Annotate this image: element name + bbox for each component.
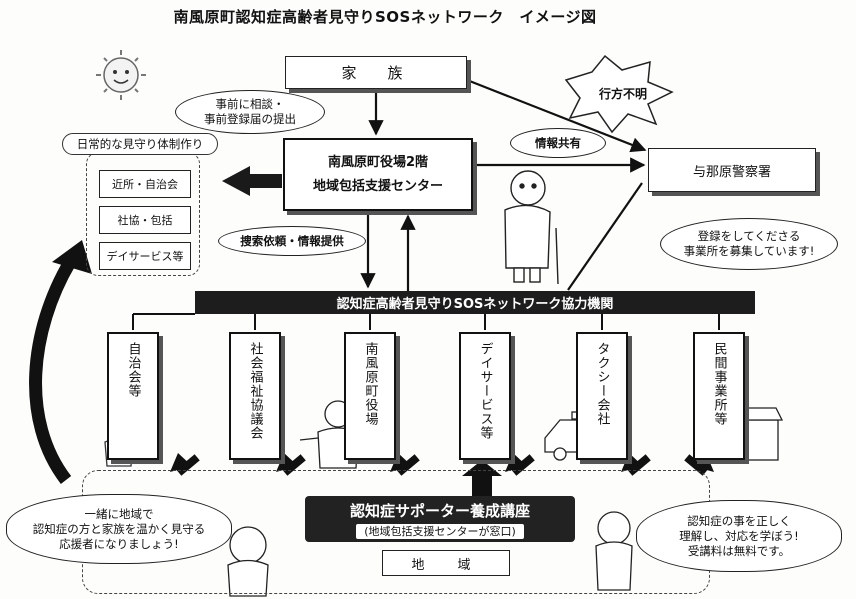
sun-icon (96, 50, 146, 100)
org-box-social-welfare-council: 社会福祉協議会 (229, 332, 281, 460)
recruit-bubble: 登録をしてくださる 事業所を募集しています! (660, 218, 838, 270)
org-box-private-business: 民間事業所等 (693, 332, 745, 460)
diagram-title: 南風原町認知症高齢者見守りSOSネットワーク イメージ図 (173, 8, 597, 26)
center-line-2: 地域包括支援センター (312, 178, 443, 194)
learn-bubble: 認知症の事を正しく 理解し、対応を学ぼう! 受講料は無料です。 (636, 500, 842, 572)
info-share-bubble: 情報共有 (510, 128, 606, 158)
missing-burst (564, 54, 674, 134)
org-box-jichikai: 自治会等 (107, 332, 159, 460)
org-label-day-service: デイサービス等 (477, 342, 493, 440)
recruit-line-2: 事業所を募集しています! (683, 244, 815, 258)
consult-line-2: 事前登録届の提出 (204, 112, 296, 126)
learn-line-1: 認知症の事を正しく (687, 513, 791, 528)
course-title: 認知症サポーター養成講座 (349, 501, 530, 520)
watch-item-neighborhood: 近所・自治会 (99, 170, 191, 198)
org-label-social-welfare-council: 社会福祉協議会 (247, 342, 263, 440)
police-box: 与那原警察署 (648, 148, 816, 192)
comprehensive-support-center-box: 南風原町役場2階 地域包括支援センター (283, 138, 473, 211)
family-box: 家 族 (285, 56, 467, 89)
center-line-1: 南風原町役場2階 (327, 154, 429, 170)
course-subtitle: (地域包括支援センターが窓口) (356, 523, 524, 539)
org-box-town-hall: 南風原町役場 (344, 332, 396, 460)
region-label: 地 域 (382, 550, 510, 576)
consult-bubble: 事前に相談・ 事前登録届の提出 (175, 90, 325, 134)
recruit-line-1: 登録をしてくださる (697, 229, 801, 243)
supporters-line-1: 一緒に地域で (84, 506, 154, 521)
supporters-line-3: 応援者になりましょう! (59, 536, 179, 551)
org-label-town-hall: 南風原町役場 (362, 342, 378, 426)
learn-line-2: 理解し、対応を学ぼう! (679, 528, 799, 543)
consult-line-1: 事前に相談・ (215, 97, 285, 111)
org-label-private-business: 民間事業所等 (711, 342, 727, 426)
elderly-person-icon (504, 170, 559, 285)
org-box-taxi: タクシー会社 (576, 332, 628, 460)
supporters-bubble: 一緒に地域で 認知症の方と家族を温かく見守る 応援者になりましょう! (6, 494, 232, 564)
mascot-right-icon (595, 511, 633, 591)
watch-item-social-welfare: 社協・包括 (99, 206, 191, 234)
supporters-line-2: 認知症の方と家族を温かく見守る (32, 521, 206, 536)
cooperating-organizations-bar: 認知症高齢者見守りSOSネットワーク協力機関 (195, 291, 755, 314)
org-box-day-service: デイサービス等 (459, 332, 511, 460)
mascot-left-icon (227, 526, 269, 597)
watch-item-day-service: デイサービス等 (99, 242, 191, 270)
watch-system-label: 日常的な見守り体制作り (62, 133, 218, 155)
org-label-taxi: タクシー会社 (594, 342, 610, 426)
missing-label: 行方不明 (598, 86, 647, 101)
dementia-supporter-course: 認知症サポーター養成講座 (地域包括支援センターが窓口) (305, 496, 575, 542)
search-request-bubble: 捜索依頼・情報提供 (218, 226, 366, 256)
learn-line-3: 受講料は無料です。 (687, 543, 791, 558)
org-label-jichikai: 自治会等 (125, 342, 141, 398)
